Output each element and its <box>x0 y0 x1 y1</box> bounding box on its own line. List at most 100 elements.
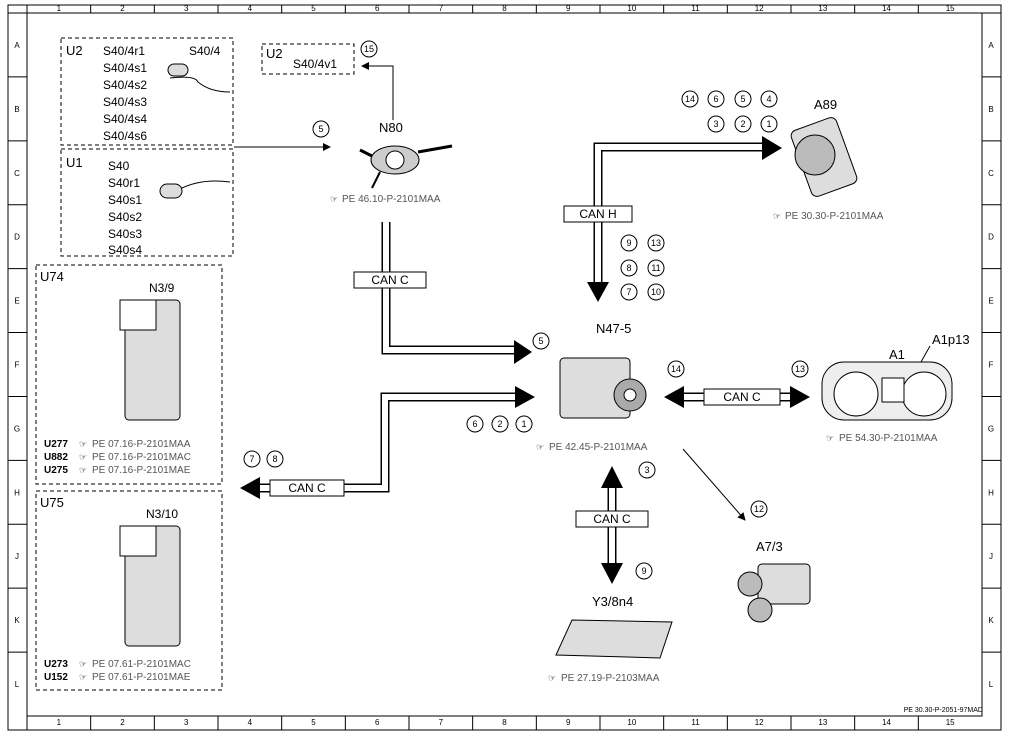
badge-canh-10-text: 10 <box>651 287 661 297</box>
badge-down-3 <box>638 461 656 479</box>
a7-unit-icon <box>737 563 811 623</box>
badge-canh-13 <box>647 234 665 252</box>
u2-item-4: S40/4s3 <box>103 95 147 109</box>
grid-row-left: H <box>14 488 20 497</box>
grid-row-right: J <box>989 552 993 561</box>
grid-col-bottom: 5 <box>311 718 316 727</box>
u1-item-2: S40r1 <box>108 176 140 190</box>
grid-row-left: C <box>14 169 20 178</box>
a1-ref: PE 54.30-P-2101MAA <box>839 433 938 444</box>
hand-icon: ☞ <box>79 439 87 449</box>
badge-a89-5-text: 5 <box>740 94 745 104</box>
inner-frame <box>26 12 983 717</box>
badge-canh-11 <box>647 259 665 277</box>
grid-col-top: 11 <box>691 4 700 13</box>
a1-can-label-box <box>703 388 781 406</box>
hand-icon: ☞ <box>79 659 87 669</box>
u1-item-4: S40s2 <box>108 210 142 224</box>
u1-item-5: S40s3 <box>108 227 142 241</box>
a1-sub-label: A1p13 <box>932 332 970 347</box>
u1-item-3: S40s1 <box>108 193 142 207</box>
grid-row-right: K <box>988 616 994 625</box>
grid-col-top: 15 <box>946 4 955 13</box>
badge-a89-2 <box>734 115 752 133</box>
grid-col-bottom: 14 <box>882 718 891 727</box>
down-can-label: CAN C <box>593 512 631 526</box>
grid-row-right: A <box>988 41 994 50</box>
group-u2-box <box>60 37 234 146</box>
u74-tag: U74 <box>40 269 64 284</box>
badge-a89-2-text: 2 <box>740 119 745 129</box>
badge-a89-1-text: 1 <box>766 119 771 129</box>
ref-code: U152 <box>44 672 68 683</box>
grid-col-top: 12 <box>755 4 764 13</box>
grid-col-bottom: 2 <box>120 718 125 727</box>
a1-label: A1 <box>889 347 905 362</box>
n3-9-ecu-icon <box>119 299 181 421</box>
ref-text: PE 07.61-P-2101MAC <box>92 659 191 670</box>
badge-15-text: 15 <box>364 44 374 54</box>
badge-canh-8-text: 8 <box>626 263 631 273</box>
u1-item-6: S40s4 <box>108 243 142 257</box>
valve-body-icon <box>555 619 673 659</box>
n47-ref: PE 42.45-P-2101MAA <box>549 442 648 453</box>
arrow-to-a7 <box>682 448 746 521</box>
grid-col-bottom: 7 <box>439 718 444 727</box>
grid-col-top: 7 <box>439 4 444 13</box>
can-c-label-box <box>353 271 427 289</box>
can-h-label: CAN H <box>579 207 616 221</box>
grid-col-top: 10 <box>627 4 636 13</box>
y3-ref-hand-icon: ☞ <box>548 673 556 683</box>
grid-col-top: 8 <box>502 4 507 13</box>
grid-col-top: 2 <box>120 4 125 13</box>
badge-canh-10 <box>647 283 665 301</box>
u75-box <box>35 490 223 691</box>
ref-code: U277 <box>44 439 68 450</box>
grid-col-bottom: 9 <box>566 718 571 727</box>
u2-item-6: S40/4s6 <box>103 129 147 143</box>
steering-switch-icon <box>359 144 453 189</box>
badge-a89-14-text: 14 <box>685 94 695 104</box>
a89-ref: PE 30.30-P-2101MAA <box>785 211 884 222</box>
u74-box <box>35 264 223 485</box>
badge-n47-1 <box>515 415 533 433</box>
badge-a89-3-text: 3 <box>713 119 718 129</box>
badge-15 <box>360 40 378 58</box>
badge-a89-1 <box>760 115 778 133</box>
grid-col-bottom: 10 <box>627 718 636 727</box>
grid-col-bottom: 8 <box>502 718 507 727</box>
sensor-u2-icon <box>167 63 231 93</box>
u2-item-1: S40/4r1 <box>103 44 145 58</box>
badge-canh-11-text: 11 <box>651 263 660 273</box>
grid-row-left: K <box>14 616 20 625</box>
grid-row-left: D <box>14 233 20 242</box>
grid-col-bottom: 4 <box>248 718 253 727</box>
grid-col-top: 3 <box>184 4 189 13</box>
grid-col-bottom: 1 <box>57 718 62 727</box>
grid-col-bottom: 13 <box>818 718 827 727</box>
grid-row-right: B <box>988 105 993 114</box>
grid-col-bottom: 3 <box>184 718 189 727</box>
badge-n80-text: 5 <box>318 124 323 134</box>
grid-row-right: D <box>988 233 994 242</box>
footer-ref: PE 30.30-P-2051-97MAD <box>904 707 983 714</box>
badge-left-8-text: 8 <box>272 454 277 464</box>
grid-row-right: C <box>988 169 994 178</box>
u2-tag: U2 <box>66 43 83 58</box>
grid-row-left: G <box>14 424 20 433</box>
u2b-tag: U2 <box>266 46 283 61</box>
u75-tag: U75 <box>40 495 64 510</box>
badge-down-3-text: 3 <box>644 465 649 475</box>
badge-n80 <box>312 120 330 138</box>
grid-row-right: F <box>989 361 994 370</box>
badge-n47-5-text: 5 <box>538 336 543 346</box>
n80-ref: PE 46.10-P-2101MAA <box>342 194 441 205</box>
hand-icon: ☞ <box>79 465 87 475</box>
badge-n47-6 <box>466 415 484 433</box>
u2-item-2: S40/4s1 <box>103 61 147 75</box>
a1-can-label: CAN C <box>723 390 761 404</box>
grid-col-top: 9 <box>566 4 571 13</box>
badge-canh-13-text: 13 <box>651 238 661 248</box>
